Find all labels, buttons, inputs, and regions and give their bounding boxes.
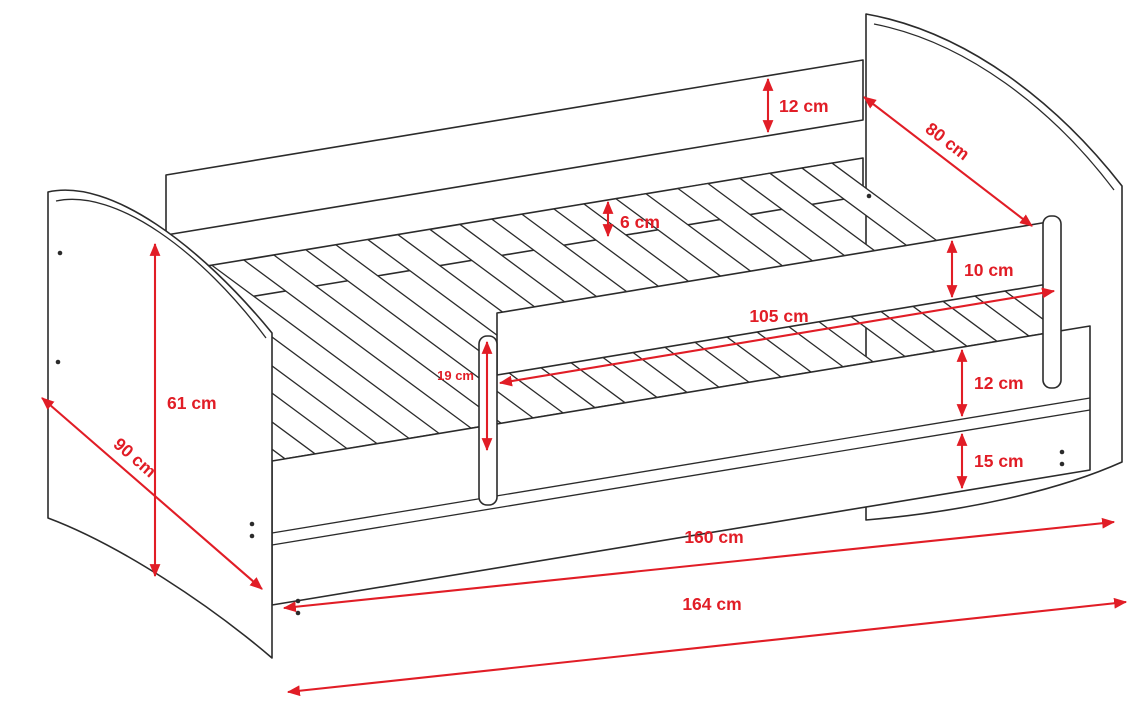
dimension-label: 160 cm (684, 527, 743, 547)
side-rail-bottom-line (271, 397, 1091, 534)
dimension-slat-frame-height: 6 cm (602, 200, 660, 238)
dimension-post-height: 19 cm (437, 340, 493, 452)
dimension-label: 61 cm (167, 393, 217, 413)
dimension-label: 12 cm (974, 373, 1024, 393)
dimension-label: 164 cm (682, 594, 741, 614)
dimension-side-rail-height: 12 cm (956, 348, 1024, 418)
dimension-arrow (286, 597, 1128, 697)
dimension-label: 15 cm (974, 451, 1024, 471)
fitting-dot (1059, 461, 1065, 467)
dimension-drawer-height: 15 cm (956, 432, 1024, 490)
dimension-bed-length-outer: 164 cm (286, 594, 1128, 697)
dimension-label: 10 cm (964, 260, 1014, 280)
dimension-arrow (863, 96, 1033, 227)
fitting-dot (295, 598, 301, 604)
guard-rail-right-post (1042, 215, 1062, 389)
fitting-dot (57, 250, 63, 256)
dimension-bed-length-inner: 160 cm (282, 517, 1116, 613)
dimension-back-rail-height: 12 cm (762, 77, 829, 134)
dimension-arrow (498, 287, 1056, 387)
fitting-dot (1059, 449, 1065, 455)
fitting-dot (295, 610, 301, 616)
dimension-label: 19 cm (437, 368, 474, 383)
fitting-dot (249, 521, 255, 527)
dimension-label: 12 cm (779, 96, 829, 116)
fitting-dot (866, 193, 872, 199)
dimension-label: 6 cm (620, 212, 660, 232)
right-headboard-edge-line (873, 23, 1115, 191)
fitting-dot (55, 359, 61, 365)
back-top-rail (165, 59, 864, 236)
dimension-arrow (41, 397, 263, 590)
dimension-arrow (282, 517, 1116, 613)
dimension-label: 105 cm (749, 306, 808, 326)
fitting-dot (249, 533, 255, 539)
dimension-guard-rail-length: 105 cm (498, 287, 1056, 387)
left-headboard-edge-line (55, 198, 267, 339)
